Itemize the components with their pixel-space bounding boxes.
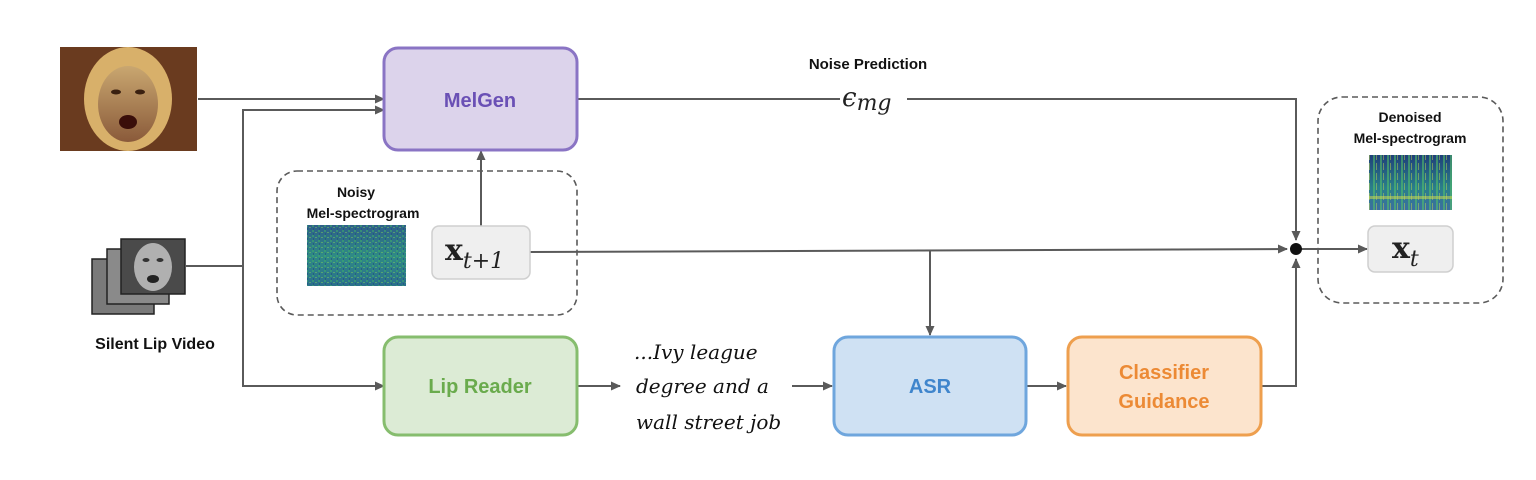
lip-reader-block: Lip Reader: [382, 335, 579, 437]
svg-text:xt+1: xt+1: [445, 233, 504, 274]
merge-node: [1290, 243, 1302, 255]
silent-lip-video-frames: [91, 238, 186, 315]
classifier-label-line1: Classifier: [1119, 362, 1209, 384]
arrow-video-to-lipreader: [242, 266, 385, 391]
arrow-x-next-to-merge: [529, 244, 1288, 254]
epsilon-symbol: ϵ: [842, 83, 857, 113]
denoised-group-box: [1317, 96, 1504, 304]
arrow-video-to-melgen: [186, 105, 385, 267]
melgen-block: MelGen: [382, 46, 579, 152]
denoised-spectrogram-image: [1369, 155, 1452, 210]
x-out-symbol: x: [1392, 231, 1411, 266]
noise-prediction-label: Noise Prediction: [809, 56, 927, 73]
svg-text:xt: xt: [1392, 231, 1419, 272]
denoised-label-line2: Mel-spectrogram: [1354, 130, 1467, 146]
asr-block: ASR: [832, 335, 1028, 437]
classifier-label-line2: Guidance: [1118, 391, 1209, 413]
x-out-subscript: t: [1410, 247, 1419, 272]
noisy-label-line1: Noisy: [337, 184, 375, 200]
transcript-line-1: ...Ivy league: [634, 340, 758, 364]
silent-lip-video-label: Silent Lip Video: [95, 336, 215, 353]
asr-label: ASR: [909, 376, 952, 398]
x-next-subscript: t+1: [463, 249, 504, 274]
denoised-label-line1: Denoised: [1378, 109, 1441, 125]
transcript-text: ...Ivy league degree and a wall street j…: [634, 340, 781, 434]
classifier-guidance-block: Classifier Guidance: [1066, 335, 1263, 437]
epsilon-subscript: mg: [857, 91, 892, 116]
connections: [186, 94, 1368, 391]
x-out-box: xt: [1367, 225, 1454, 273]
melgen-label: MelGen: [444, 90, 516, 112]
noisy-label-line2: Mel-spectrogram: [307, 205, 420, 221]
arrow-noise-to-merge: [907, 98, 1301, 241]
noisy-spectrogram-image: [307, 225, 406, 286]
x-next-symbol: x: [445, 233, 464, 268]
arrow-classifier-to-merge: [1262, 258, 1301, 387]
lip-reader-label: Lip Reader: [428, 376, 532, 398]
input-face-image: [60, 47, 197, 151]
epsilon-mg: ϵmg: [842, 83, 892, 116]
transcript-line-2: degree and a: [636, 374, 769, 398]
noisy-group-box: [276, 170, 578, 316]
x-next-box: xt+1: [431, 225, 531, 280]
transcript-line-3: wall street job: [636, 410, 781, 434]
